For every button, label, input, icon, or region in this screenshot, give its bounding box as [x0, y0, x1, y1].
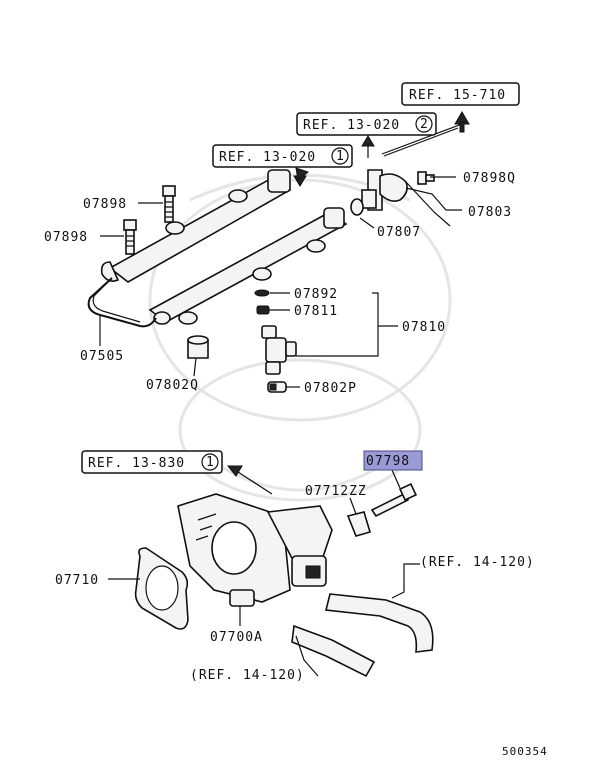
bolt-07898-left[interactable] — [123, 219, 137, 255]
oring-07807[interactable] — [350, 198, 364, 216]
part-label-07802Q[interactable]: 07802Q — [146, 378, 199, 393]
arrow-ref-15-710 — [381, 111, 470, 155]
arrow-ref-13-020-1 — [293, 167, 310, 187]
injector-07810[interactable] — [261, 325, 297, 375]
part-label-07505[interactable]: 07505 — [80, 349, 124, 364]
part-label-07712ZZ[interactable]: 07712ZZ — [305, 484, 367, 499]
ref-13-020-2-number: 2 — [420, 117, 429, 132]
part-label-07802P[interactable]: 07802P — [304, 381, 357, 396]
part-label-07803[interactable]: 07803 — [468, 205, 512, 220]
part-label-07700A[interactable]: 07700A — [210, 630, 263, 645]
fuel-rail-assembly[interactable] — [87, 169, 348, 328]
ref-box-15-710[interactable]: REF. 15-710 — [401, 82, 520, 106]
bolt-07898-top[interactable] — [162, 185, 176, 223]
ref-box-13-020-1[interactable]: REF. 13-020 1 — [212, 144, 353, 168]
gasket-07710[interactable] — [134, 547, 189, 630]
part-label-07807[interactable]: 07807 — [377, 225, 421, 240]
grommet-07802P[interactable] — [267, 381, 287, 393]
arrow-ref-13-020-2 — [361, 135, 375, 147]
part-label-07810[interactable]: 07810 — [402, 320, 446, 335]
part-label-07811[interactable]: 07811 — [294, 304, 338, 319]
seal-07892[interactable] — [254, 289, 270, 297]
bolt-07898Q[interactable] — [417, 171, 435, 185]
bolt-07798[interactable] — [370, 482, 418, 518]
part-label-07898Q[interactable]: 07898Q — [463, 171, 516, 186]
bracket-07712ZZ[interactable] — [346, 511, 371, 537]
pressure-regulator-07803[interactable] — [361, 169, 408, 211]
arrow-ref-13-830 — [226, 465, 273, 495]
ref-14-120-right[interactable]: (REF. 14-120) — [420, 555, 535, 570]
ref-15-710-label: REF. 15-710 — [409, 88, 506, 103]
ref-13-830-label: REF. 13-830 — [88, 456, 185, 471]
part-label-07898-top[interactable]: 07898 — [83, 197, 127, 212]
hose-bottom[interactable] — [291, 624, 376, 678]
leader-lines — [99, 176, 462, 677]
part-label-07710[interactable]: 07710 — [55, 573, 99, 588]
part-label-07798: 07798 — [366, 454, 410, 469]
hose-right[interactable] — [325, 593, 434, 653]
ring-07811[interactable] — [256, 305, 270, 315]
ref-13-020-1-number: 1 — [336, 149, 345, 164]
ref-13-830-number: 1 — [206, 455, 215, 470]
throttle-body-07700A[interactable] — [177, 493, 333, 607]
part-label-07798-highlighted[interactable]: 07798 — [363, 450, 423, 471]
ref-box-13-020-2[interactable]: REF. 13-020 2 — [296, 112, 437, 136]
ref-box-13-830[interactable]: REF. 13-830 1 — [81, 450, 223, 474]
part-label-07898-left[interactable]: 07898 — [44, 230, 88, 245]
ref-13-020-1-label: REF. 13-020 — [219, 150, 316, 165]
ref-14-120-bottom[interactable]: (REF. 14-120) — [190, 668, 305, 683]
regulator-hose — [383, 127, 459, 157]
ref-13-020-2-label: REF. 13-020 — [303, 118, 400, 133]
grommet-07802Q[interactable] — [187, 335, 209, 359]
part-label-07892[interactable]: 07892 — [294, 287, 338, 302]
diagram-id: 500354 — [502, 745, 548, 758]
